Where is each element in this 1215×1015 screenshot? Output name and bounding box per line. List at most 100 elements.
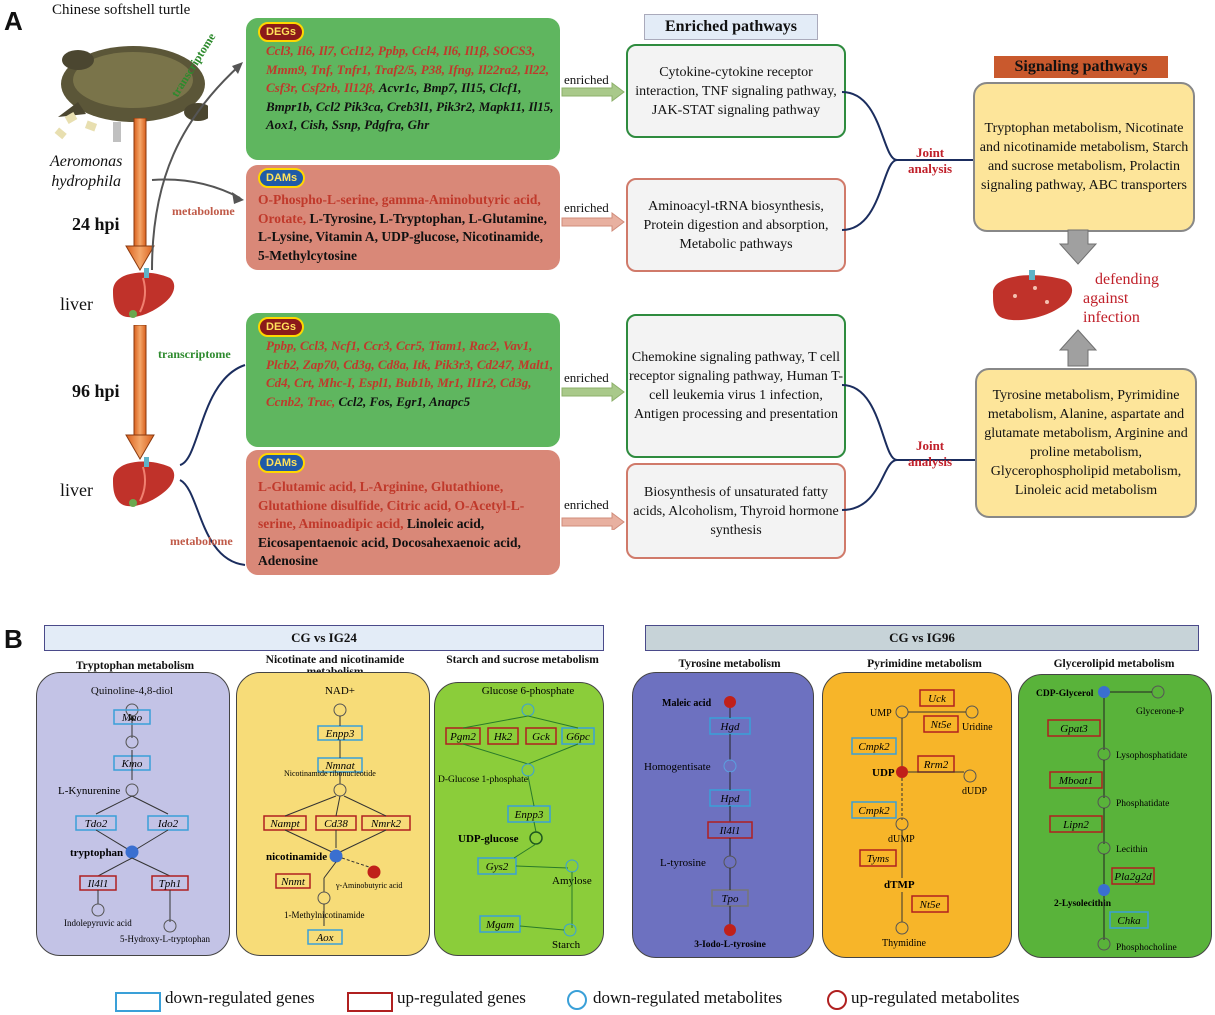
legend-up-metabolites: up-regulated metabolites (851, 988, 1020, 1007)
signaling-box-96: Tyrosine metabolism, Pyrimidine metaboli… (975, 368, 1197, 518)
svg-text:UDP-glucose: UDP-glucose (458, 833, 519, 845)
down-arrow-icon (1058, 229, 1098, 265)
svg-text:L-Kynurenine: L-Kynurenine (58, 785, 120, 797)
dams-box-24: DAMs O-Phospho-L-serine, gamma-Aminobuty… (246, 165, 560, 270)
pathway-box-3: Chemokine signaling pathway, T cell rece… (626, 314, 846, 458)
liver-label-2: liver (60, 480, 93, 500)
panel-a-label: A (4, 6, 23, 36)
legend-down-gene-swatch (115, 992, 161, 1012)
svg-text:Phosphatidate: Phosphatidate (1116, 799, 1169, 809)
svg-text:Uridine: Uridine (962, 722, 993, 733)
svg-text:2-Lysolecithin: 2-Lysolecithin (1054, 899, 1112, 909)
svg-text:Gck: Gck (532, 731, 551, 743)
svg-text:dUDP: dUDP (962, 786, 987, 797)
title-pyrimidine: Pyrimidine metabolism (867, 658, 982, 670)
header-cg-ig96: CG vs IG96 (645, 625, 1199, 651)
degs-box-96: DEGs Ppbp, Ccl3, Ncf1, Ccr3, Ccr5, Tiam1… (246, 313, 560, 447)
svg-text:Ido2: Ido2 (157, 818, 179, 830)
svg-text:Tyms: Tyms (867, 853, 889, 865)
dams-box-96: DAMs L-Glutamic acid, L-Arginine, Glutat… (246, 450, 560, 575)
svg-text:Cd38: Cd38 (324, 818, 348, 830)
svg-text:Nicotinamide ribonucleotide: Nicotinamide ribonucleotide (284, 769, 376, 778)
svg-text:Glycerone-P: Glycerone-P (1136, 707, 1184, 717)
enriched-label-1: enriched (564, 72, 609, 87)
svg-text:Hk2: Hk2 (493, 731, 513, 743)
svg-text:Lysophosphatidate: Lysophosphatidate (1116, 751, 1187, 761)
svg-text:Thymidine: Thymidine (882, 938, 926, 949)
svg-text:Il4l1: Il4l1 (719, 825, 741, 837)
tyrosine-panel (632, 672, 814, 958)
svg-text:Mgam: Mgam (485, 919, 514, 931)
connector-lines (151, 62, 246, 566)
metabolome-label-96: metabolome (170, 534, 233, 548)
degs-tag: DEGs (258, 317, 304, 337)
panel-b-label: B (4, 624, 23, 654)
timeline-arrow-1 (125, 118, 155, 271)
title-tyrosine: Tyrosine metabolism (678, 658, 781, 670)
svg-text:Gpat3: Gpat3 (1060, 723, 1088, 735)
nicotinate-pathway: NAD+ Enpp3 Nmnat Nicotinamide ribonucleo… (263, 685, 411, 945)
svg-text:Nt5e: Nt5e (930, 719, 952, 731)
enriched-label-4: enriched (564, 497, 609, 512)
tryptophan-pathway: Quinoline-4,8-diol Mao Kmo L-Kynurenine … (58, 685, 210, 944)
metabolome-label-24: metabolome (172, 204, 235, 218)
svg-text:Starch: Starch (552, 939, 581, 951)
svg-text:Pla2g2d: Pla2g2d (1113, 871, 1152, 883)
svg-text:CDP-Glycerol: CDP-Glycerol (1036, 689, 1094, 699)
dams-tag: DAMs (258, 168, 306, 188)
svg-text:Il4l1: Il4l1 (87, 878, 109, 890)
svg-text:Nmrk2: Nmrk2 (370, 818, 401, 830)
svg-text:Homogentisate: Homogentisate (644, 761, 711, 773)
liver-icon-2 (113, 457, 175, 507)
time-96hpi: 96 hpi (72, 381, 120, 401)
degs-96-text: Ppbp, Ccl3, Ncf1, Ccr3, Ccr5, Tiam1, Rac… (266, 338, 554, 409)
pyrimidine-panel (822, 672, 1012, 958)
svg-text:Nt5e: Nt5e (919, 899, 941, 911)
up-arrow-icon (1058, 329, 1098, 367)
dams-24-text: O-Phospho-L-serine, gamma-Aminobutyric a… (258, 192, 547, 263)
dams-96-text: L-Glutamic acid, L-Arginine, Glutathione… (258, 479, 525, 568)
svg-text:Cmpk2: Cmpk2 (858, 805, 890, 817)
legend-down-metabolites: down-regulated metabolites (593, 988, 783, 1007)
svg-text:tryptophan: tryptophan (70, 847, 123, 859)
svg-text:D-Glucose 1-phosphate: D-Glucose 1-phosphate (438, 775, 528, 785)
svg-text:Tph1: Tph1 (159, 878, 182, 890)
svg-text:Pgm2: Pgm2 (449, 731, 476, 743)
glycerolipid-pathway: CDP-Glycerol Glycerone-P Gpat3 Lysophosp… (1036, 685, 1187, 953)
svg-text:Lecithin: Lecithin (1116, 845, 1148, 855)
legend-up-genes: up-regulated genes (397, 988, 526, 1007)
svg-text:Cmpk2: Cmpk2 (858, 741, 890, 753)
svg-text:Phosphocholine: Phosphocholine (1116, 943, 1177, 953)
svg-text:NAD+: NAD+ (325, 685, 355, 697)
liver-label-1: liver (60, 294, 93, 314)
legend-up-gene-swatch (347, 992, 393, 1012)
title-glycerolipid: Glycerolipid metabolism (1053, 658, 1175, 670)
svg-text:Nnmt: Nnmt (280, 876, 306, 888)
svg-text:Mboat1: Mboat1 (1058, 775, 1093, 787)
degs-box-24: DEGs Ccl3, Il6, Il7, Ccl12, Ppbp, Ccl4, … (246, 18, 560, 160)
legend-down-genes: down-regulated genes (165, 988, 315, 1007)
svg-text:Maleic acid: Maleic acid (662, 698, 712, 709)
organism-label: Chinese softshell turtle (52, 2, 191, 18)
svg-text:nicotinamide: nicotinamide (266, 851, 327, 863)
turtle-icon (54, 46, 208, 142)
svg-text:Nampt: Nampt (269, 818, 300, 830)
svg-text:Glucose 6-phosphate: Glucose 6-phosphate (482, 685, 575, 697)
pyrimidine-pathway: Uck UMP Uridine Nt5e Cmpk2 UDP Rrm2 dUDP… (851, 689, 993, 949)
tryptophan-panel (36, 672, 230, 956)
signaling-pathways-header: Signaling pathways (994, 56, 1168, 78)
pathway-box-2: Aminoacyl-tRNA biosynthesis, Protein dig… (626, 178, 846, 272)
timeline-arrow-2 (125, 325, 155, 460)
svg-text:L-tyrosine: L-tyrosine (660, 857, 706, 869)
degs-24-text: Ccl3, Il6, Il7, Ccl12, Ppbp, Ccl4, Il6, … (266, 43, 554, 132)
starch-pathway: Glucose 6-phosphate Pgm2 Hk2 Gck G6pc D-… (438, 685, 595, 951)
svg-text:γ-Aminobutyric acid: γ-Aminobutyric acid (335, 881, 402, 890)
svg-text:Mao: Mao (121, 712, 143, 724)
enriched-label-3: enriched (564, 370, 609, 385)
svg-text:Uck: Uck (928, 693, 947, 705)
pathway-box-4: Biosynthesis of unsaturated fatty acids,… (626, 463, 846, 559)
svg-text:Lipn2: Lipn2 (1062, 819, 1089, 831)
svg-text:Nmnat: Nmnat (324, 760, 355, 772)
